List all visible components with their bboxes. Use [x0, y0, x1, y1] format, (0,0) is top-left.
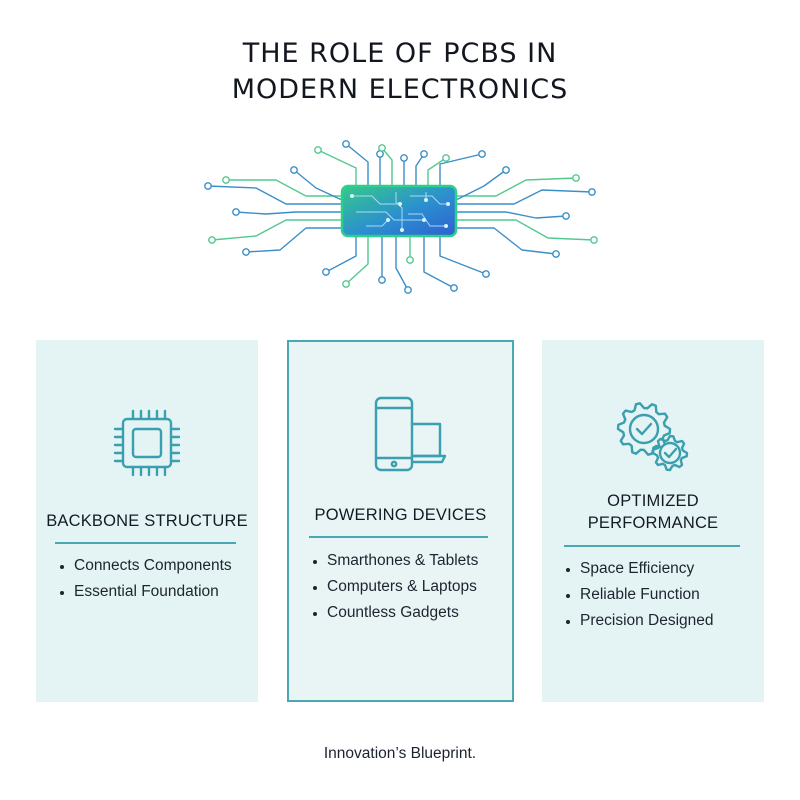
circuit-trace — [395, 235, 409, 291]
circuit-trace — [455, 177, 577, 197]
bullet-list: Smarthones & Tablets Computers & Laptops… — [311, 548, 478, 626]
circuit-trace — [427, 157, 447, 187]
processor-chip-icon — [113, 409, 181, 477]
list-item: Space Efficiency — [564, 556, 714, 582]
card-heading: BACKBONE STRUCTURE — [42, 510, 252, 532]
phone-laptop-icon — [374, 396, 446, 472]
trace-pad — [322, 268, 330, 276]
trace-pad — [406, 256, 414, 264]
trace-pad — [590, 236, 598, 244]
bullet-list: Connects Components Essential Foundation — [58, 553, 232, 605]
trace-pad — [290, 166, 298, 174]
trace-pad — [242, 248, 250, 256]
trace-pad — [572, 174, 580, 182]
circuit-trace — [293, 169, 343, 201]
trace-pad — [482, 270, 490, 278]
list-item: Connects Components — [58, 553, 232, 579]
circuit-chip-icon — [204, 140, 598, 294]
list-item: Countless Gadgets — [311, 600, 478, 626]
trace-pad — [222, 176, 230, 184]
trace-pad — [208, 236, 216, 244]
circuit-trace — [235, 211, 343, 215]
list-item: Reliable Function — [564, 582, 714, 608]
trace-pad — [420, 150, 428, 158]
card-heading: POWERING DEVICES — [295, 504, 506, 526]
bullet-list: Space Efficiency Reliable Function Preci… — [564, 556, 714, 634]
card-backbone-structure: BACKBONE STRUCTURE Connects Components E… — [36, 340, 258, 702]
trace-pad — [588, 188, 596, 196]
list-item: Essential Foundation — [58, 579, 232, 605]
circuit-trace — [415, 153, 425, 187]
circuit-trace — [345, 143, 369, 187]
circuit-trace — [325, 235, 357, 273]
trace-pad — [232, 208, 240, 216]
title-line-2: MODERN ELECTRONICS — [231, 74, 569, 105]
circuit-trace — [345, 235, 369, 285]
trace-pad — [204, 182, 212, 190]
trace-pad — [378, 276, 386, 284]
trace-pad — [314, 146, 322, 154]
trace-pad — [478, 150, 486, 158]
circuit-trace — [225, 179, 343, 197]
circuit-trace — [455, 211, 567, 219]
card-optimized-performance: OPTIMIZED PERFORMANCE Space Efficiency R… — [542, 340, 764, 702]
page-title: THE ROLE OF PCBS IN MODERN ELECTRONICS — [0, 36, 800, 108]
trace-pad — [552, 250, 560, 258]
circuit-trace — [245, 227, 343, 253]
card-heading-line: OPTIMIZED — [607, 492, 699, 510]
circuit-trace — [439, 235, 487, 275]
circuit-trace — [207, 185, 343, 205]
trace-pad — [342, 140, 350, 148]
card-heading-line: BACKBONE STRUCTURE — [46, 512, 248, 530]
trace-pad — [442, 154, 450, 162]
trace-pad — [450, 284, 458, 292]
trace-pad — [562, 212, 570, 220]
card-heading-line: POWERING DEVICES — [314, 506, 487, 524]
circuit-trace — [455, 169, 507, 201]
trace-pad — [502, 166, 510, 174]
divider — [564, 545, 740, 547]
gears-check-icon — [616, 402, 689, 472]
card-heading: OPTIMIZED PERFORMANCE — [548, 490, 758, 534]
trace-pad — [404, 286, 412, 294]
circuit-trace — [423, 235, 455, 289]
circuit-trace — [317, 149, 357, 187]
divider — [55, 542, 236, 544]
circuit-trace — [439, 153, 483, 187]
trace-pad — [378, 144, 386, 152]
circuit-trace — [455, 227, 557, 255]
list-item: Smarthones & Tablets — [311, 548, 478, 574]
circuit-trace — [455, 189, 593, 205]
circuit-trace — [381, 147, 393, 187]
circuit-trace — [455, 219, 595, 241]
trace-pad — [400, 154, 408, 162]
circuit-trace — [211, 219, 343, 241]
trace-pad — [342, 280, 350, 288]
card-powering-devices: POWERING DEVICES Smarthones & Tablets Co… — [287, 340, 514, 702]
list-item: Computers & Laptops — [311, 574, 478, 600]
card-heading-line: PERFORMANCE — [587, 514, 719, 532]
title-line-1: THE ROLE OF PCBS IN — [242, 38, 558, 69]
footer-tagline: Innovation’s Blueprint. — [323, 745, 477, 762]
divider — [309, 536, 488, 538]
list-item: Precision Designed — [564, 608, 714, 634]
